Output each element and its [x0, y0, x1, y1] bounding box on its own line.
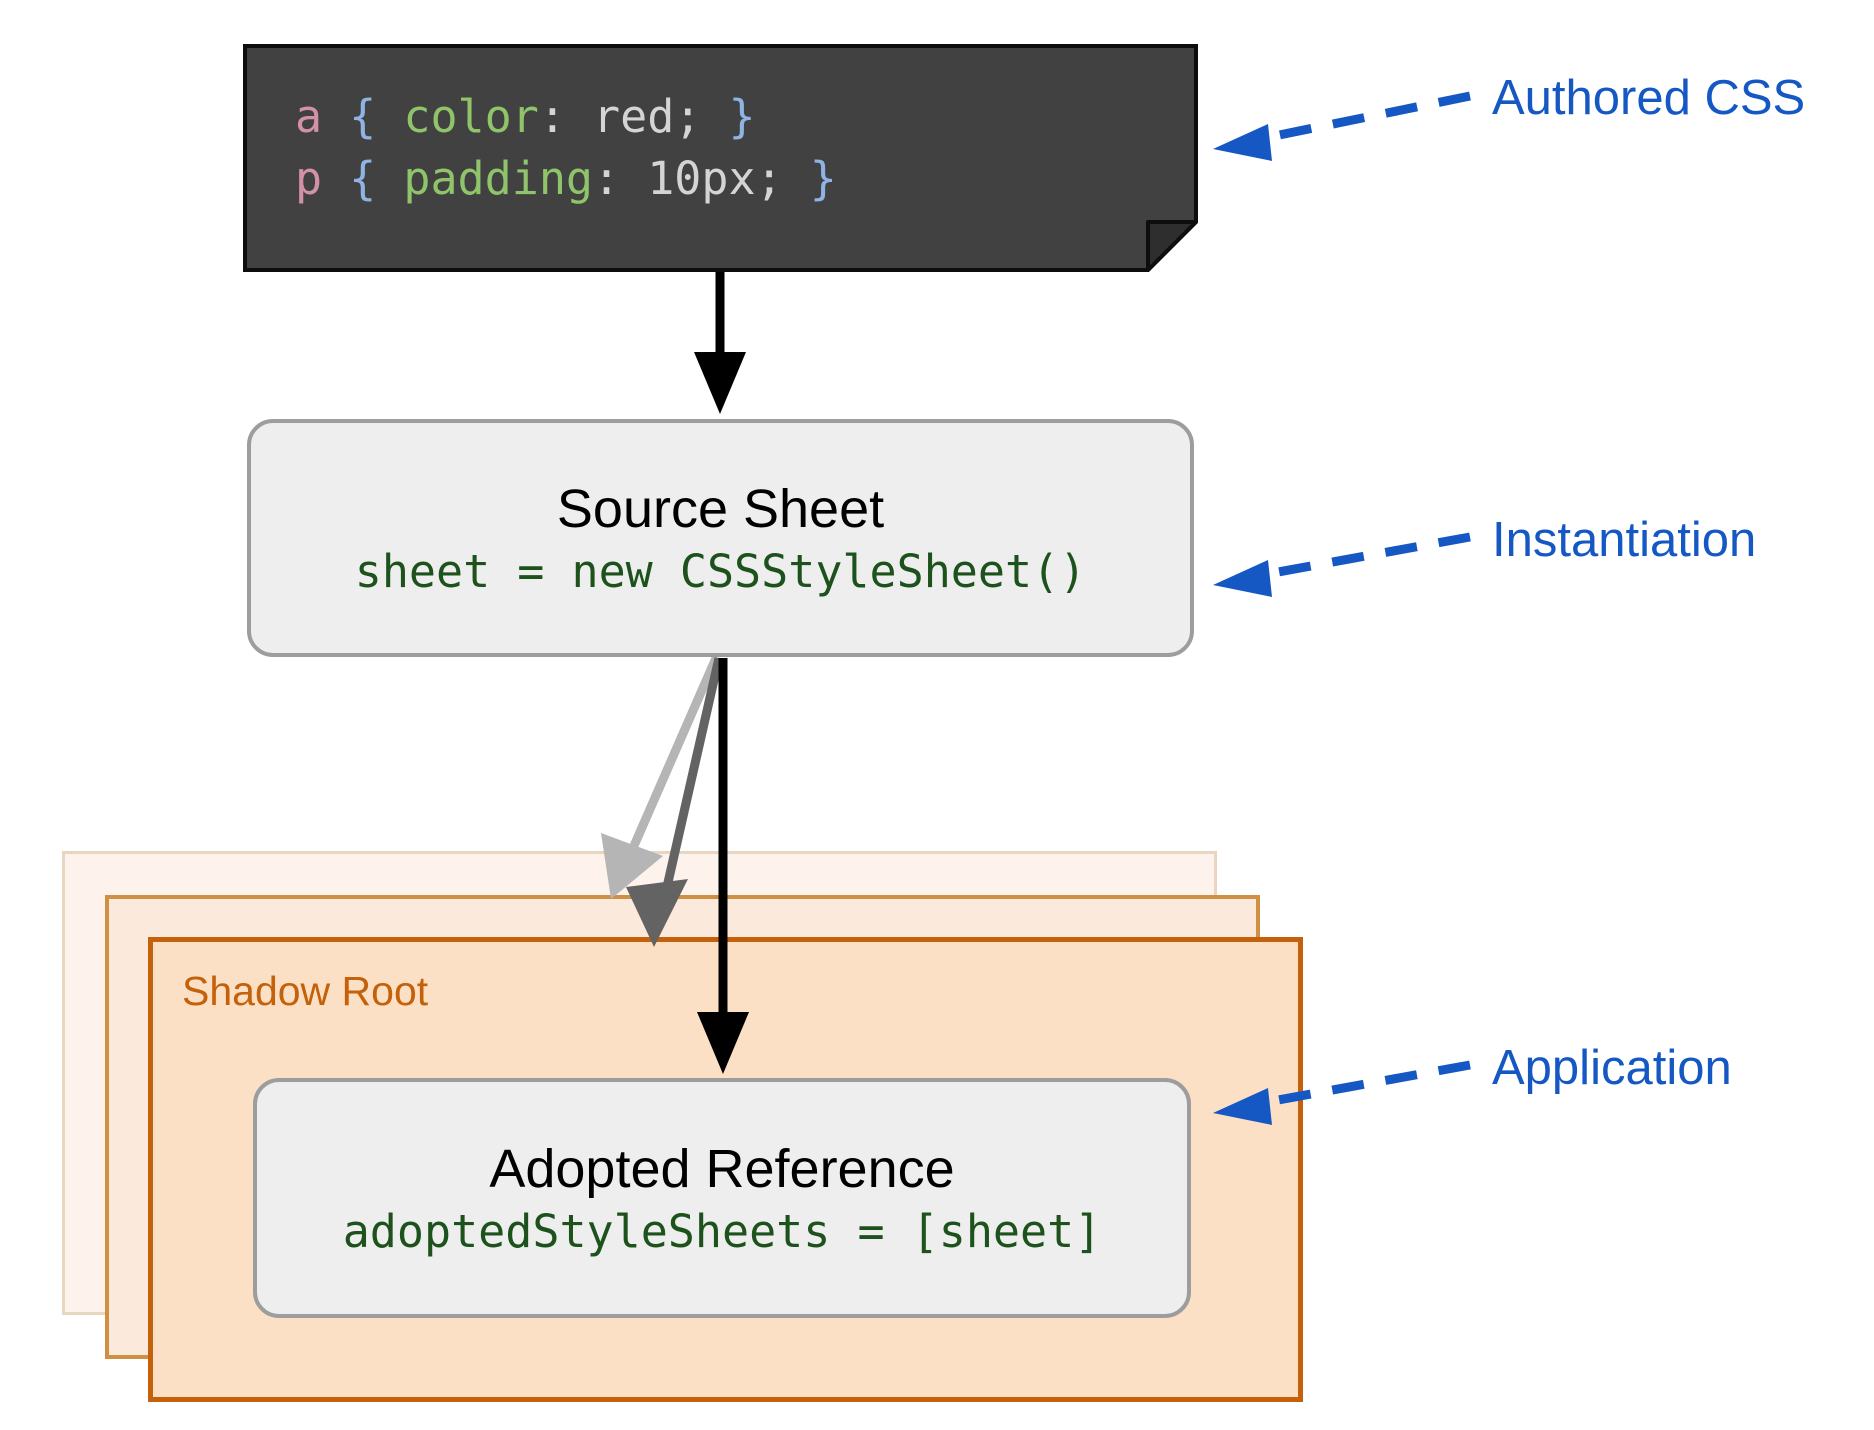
- css-open-brace: {: [322, 90, 404, 143]
- annotation-arrow-authored-css: [1213, 91, 1471, 161]
- annotation-label-instantiation: Instantiation: [1492, 513, 1757, 567]
- annotation-label-application: Application: [1492, 1041, 1732, 1095]
- adopted-reference-node: Adopted Reference adoptedStyleSheets = […: [253, 1078, 1191, 1318]
- css-close-brace: }: [809, 152, 837, 205]
- source-sheet-title: Source Sheet: [556, 479, 885, 540]
- adopted-reference-code: adoptedStyleSheets = [sheet]: [342, 1204, 1102, 1258]
- css-selector: a: [295, 90, 323, 143]
- css-colon: :: [538, 90, 594, 143]
- css-selector: p: [295, 152, 323, 205]
- css-property: color: [403, 90, 539, 143]
- code-block-shape: [243, 44, 1198, 272]
- annotation-arrow-instantiation: [1213, 532, 1471, 597]
- code-line-1: a { color: red; }: [295, 86, 756, 148]
- arrow-authored-to-source: [694, 272, 746, 414]
- css-close-brace: }: [728, 90, 756, 143]
- css-value: 10px;: [647, 152, 810, 205]
- css-colon: :: [593, 152, 648, 205]
- css-value: red;: [593, 90, 729, 143]
- source-sheet-code: sheet = new CSSStyleSheet(): [354, 544, 1087, 598]
- annotation-label-authored-css: Authored CSS: [1492, 71, 1806, 125]
- code-line-2: p { padding: 10px; }: [295, 148, 837, 210]
- source-sheet-node: Source Sheet sheet = new CSSStyleSheet(): [247, 419, 1194, 657]
- shadow-root-label: Shadow Root: [182, 968, 429, 1014]
- authored-css-code-block: a { color: red; } p { padding: 10px; }: [243, 44, 1198, 272]
- css-property: padding: [403, 152, 594, 205]
- adopted-reference-title: Adopted Reference: [489, 1139, 955, 1200]
- css-open-brace: {: [322, 152, 404, 205]
